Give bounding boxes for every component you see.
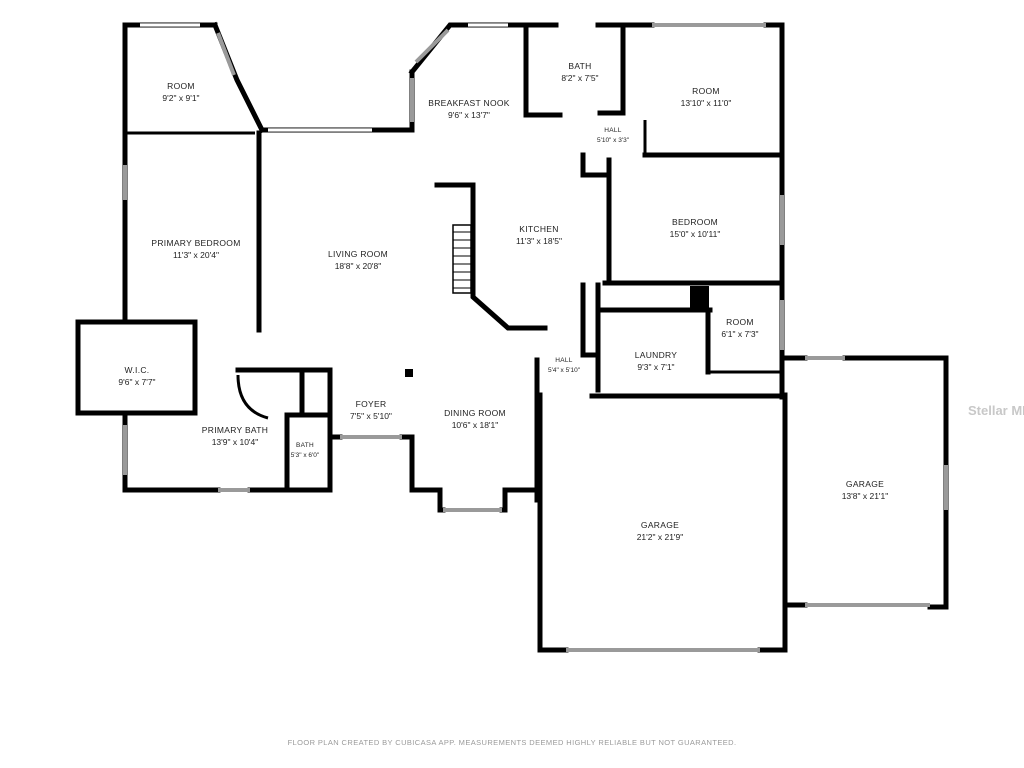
label-primary-bath-name: PRIMARY BATH — [202, 425, 268, 435]
wall-wic-top — [122, 319, 198, 416]
wall-bath-top-east — [595, 22, 626, 116]
fireplace — [452, 224, 472, 294]
label-room-nw-dims: 9'2" x 9'1" — [162, 93, 199, 103]
wall-kitchen-stub — [580, 152, 612, 178]
label-laundry-name: LAUNDRY — [635, 350, 678, 360]
label-breakfast-nook-dims: 9'6" x 13'7" — [448, 110, 490, 120]
label-primary-bedroom-name: PRIMARY BEDROOM — [151, 238, 240, 248]
wall-bath-top-west — [523, 22, 563, 118]
label-living-room-name: LIVING ROOM — [328, 249, 388, 259]
label-living-room-dims: 18'8" x 20'8" — [335, 261, 382, 271]
wall-wic — [75, 319, 128, 416]
wall-garage-main-right — [757, 392, 788, 653]
label-bath-small-name: BATH — [296, 442, 314, 449]
label-hall-mid-name: HALL — [555, 357, 573, 364]
label-garage-side-name: GARAGE — [846, 479, 884, 489]
label-dining-room-name: DINING ROOM — [444, 408, 506, 418]
room-labels: ROOM 9'2" x 9'1" BREAKFAST NOOK 9'6" x 1… — [118, 61, 888, 542]
label-kitchen-dims: 11'3" x 18'5" — [516, 236, 562, 246]
label-bedroom-name: BEDROOM — [672, 217, 718, 227]
label-bath-small-dims: 5'3" x 6'0" — [291, 452, 320, 459]
label-hall-mid-dims: 5'4" x 5'10" — [548, 367, 581, 374]
label-bedroom-dims: 15'0" x 10'11" — [670, 229, 721, 239]
wall-primary-bath-top — [235, 367, 333, 493]
label-garage-main-dims: 21'2" x 21'9" — [637, 532, 684, 542]
windows — [123, 23, 948, 652]
label-primary-bedroom-dims: 11'3" x 20'4" — [173, 250, 219, 260]
watermark-logo: Stellar MLS — [968, 403, 1024, 418]
label-primary-bath-dims: 13'9" x 10'4" — [212, 437, 259, 447]
label-dining-room-dims: 10'6" x 18'1" — [452, 420, 499, 430]
label-room-ne-dims: 13'10" x 11'0" — [681, 98, 732, 108]
footer-disclaimer: FLOOR PLAN CREATED BY CUBICASA APP. MEAS… — [288, 738, 737, 747]
column — [405, 369, 413, 377]
wall-shower-curve — [236, 374, 269, 420]
label-garage-main-name: GARAGE — [641, 520, 679, 530]
label-wic-dims: 9'6" x 7'7" — [118, 377, 155, 387]
label-wic-name: W.I.C. — [125, 365, 150, 375]
label-breakfast-nook-name: BREAKFAST NOOK — [428, 98, 510, 108]
label-room-ne-name: ROOM — [692, 86, 720, 96]
label-laundry-dims: 9'3" x 7'1" — [637, 362, 674, 372]
label-bath-top-dims: 8'2" x 7'5" — [561, 73, 598, 83]
wall-living-top — [259, 69, 415, 133]
wall-garage-side-east — [927, 355, 949, 610]
wall-dining-south — [399, 434, 446, 513]
walls — [75, 21, 949, 653]
window — [216, 32, 236, 76]
appliance-block — [690, 286, 709, 310]
label-foyer-name: FOYER — [356, 399, 387, 409]
label-room-nw-name: ROOM — [167, 81, 195, 91]
label-hall-top-name: HALL — [604, 127, 622, 134]
wall-dining-south-right — [499, 487, 540, 513]
window — [414, 28, 450, 64]
label-garage-side-dims: 13'8" x 21'1" — [842, 491, 889, 501]
label-foyer-dims: 7'5" x 5'10" — [350, 411, 392, 421]
label-kitchen-name: KITCHEN — [519, 224, 558, 234]
label-bath-top-name: BATH — [568, 61, 591, 71]
label-room-small-name: ROOM — [726, 317, 754, 327]
wall-hall-mid-west — [580, 282, 601, 358]
wall-garage-main-west — [537, 392, 569, 653]
label-hall-top-dims: 5'10" x 3'3" — [597, 137, 630, 144]
wall-kitchen-island — [434, 182, 548, 331]
label-room-small-dims: 6'1" x 7'3" — [721, 329, 758, 339]
